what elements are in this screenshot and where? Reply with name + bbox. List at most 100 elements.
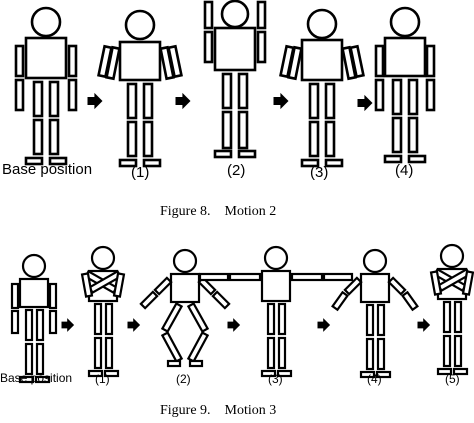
torso bbox=[18, 277, 50, 309]
figure-8-person-3 bbox=[279, 8, 365, 168]
torso bbox=[260, 269, 292, 303]
right-lower-arm bbox=[211, 290, 231, 310]
arrow-icon bbox=[273, 92, 289, 110]
figure-8-label-base-position: Base position bbox=[2, 161, 93, 178]
right-foot bbox=[324, 158, 344, 168]
right-thigh bbox=[407, 78, 419, 116]
figure-8-label-1: (1) bbox=[131, 164, 150, 181]
left-lower-arm bbox=[198, 272, 230, 282]
figure-9-caption: Figure 9. Motion 3 bbox=[160, 403, 277, 418]
right-upper-arm bbox=[48, 282, 58, 310]
left-foot bbox=[87, 369, 104, 378]
right-lower-arm bbox=[425, 78, 436, 112]
figure-9-person-4 bbox=[331, 248, 419, 379]
right-upper-arm bbox=[387, 276, 407, 296]
head bbox=[362, 248, 388, 274]
right-shin bbox=[376, 337, 386, 371]
left-shin bbox=[32, 118, 44, 156]
figure-8-person-4 bbox=[374, 6, 436, 164]
figure-8-person-1 bbox=[97, 9, 183, 168]
figure-8-label-4: (4) bbox=[395, 162, 414, 179]
left-thigh bbox=[24, 308, 34, 342]
head bbox=[389, 6, 421, 38]
left-foot bbox=[118, 158, 138, 168]
left-lower-arm bbox=[139, 290, 159, 310]
left-upper-arm bbox=[203, 30, 214, 64]
left-thigh bbox=[160, 302, 184, 333]
right-thigh bbox=[453, 300, 463, 334]
head bbox=[172, 248, 198, 274]
right-shin bbox=[277, 336, 287, 370]
right-thigh bbox=[48, 80, 60, 118]
figure-9-label-base-position: Base position bbox=[0, 371, 73, 385]
figure-9-person-5 bbox=[429, 243, 474, 376]
right-thigh bbox=[277, 302, 287, 336]
right-thigh bbox=[35, 308, 45, 342]
right-foot bbox=[407, 154, 427, 164]
right-lower-arm bbox=[256, 0, 267, 30]
head bbox=[306, 8, 338, 40]
right-shin bbox=[186, 331, 210, 363]
left-foot bbox=[300, 158, 320, 168]
right-shin bbox=[142, 120, 154, 158]
right-foot bbox=[48, 156, 68, 166]
right-shin bbox=[48, 118, 60, 156]
left-lower-arm bbox=[14, 78, 25, 112]
figure-8-caption: Figure 8. Motion 2 bbox=[160, 204, 277, 219]
right-foot bbox=[142, 158, 162, 168]
right-foot bbox=[452, 367, 469, 376]
right-thigh bbox=[186, 302, 210, 333]
arrow-icon bbox=[175, 92, 191, 110]
left-shin bbox=[24, 342, 34, 376]
arrow-icon bbox=[127, 318, 141, 332]
right-upper-arm bbox=[425, 44, 436, 78]
torso bbox=[300, 38, 344, 82]
head bbox=[30, 6, 62, 38]
right-shin bbox=[35, 342, 45, 376]
left-thigh bbox=[365, 303, 375, 337]
left-thigh bbox=[308, 82, 320, 120]
head bbox=[439, 243, 465, 269]
right-shin bbox=[324, 120, 336, 158]
arrow-icon bbox=[417, 318, 431, 332]
left-shin bbox=[365, 337, 375, 371]
right-shin bbox=[104, 336, 114, 370]
left-shin bbox=[160, 331, 184, 363]
left-upper-arm bbox=[14, 44, 25, 78]
left-upper-arm bbox=[429, 270, 443, 296]
head bbox=[90, 245, 116, 271]
figure-8-label-3: (3) bbox=[310, 164, 329, 181]
right-lower-arm bbox=[349, 44, 365, 79]
left-shin bbox=[93, 336, 103, 370]
left-thigh bbox=[391, 78, 403, 116]
right-lower-arm bbox=[322, 272, 354, 282]
right-shin bbox=[237, 110, 249, 150]
left-foot bbox=[383, 154, 403, 164]
figure-9-label-3: (3) bbox=[268, 372, 283, 386]
left-thigh bbox=[93, 302, 103, 336]
right-upper-arm bbox=[112, 272, 126, 298]
figure-9-label-1: (1) bbox=[95, 372, 110, 386]
right-foot bbox=[375, 370, 392, 379]
left-upper-arm bbox=[374, 44, 385, 78]
torso bbox=[118, 40, 162, 82]
figure-9-label-2: (2) bbox=[176, 372, 191, 386]
right-thigh bbox=[142, 82, 154, 120]
figure-9-person-2 bbox=[139, 248, 231, 368]
figure-9-person-3 bbox=[198, 245, 354, 378]
right-thigh bbox=[324, 82, 336, 120]
right-thigh bbox=[104, 302, 114, 336]
right-thigh bbox=[376, 303, 386, 337]
right-shin bbox=[453, 334, 463, 368]
left-upper-arm bbox=[80, 272, 94, 298]
left-thigh bbox=[442, 300, 452, 334]
left-shin bbox=[442, 334, 452, 368]
right-foot bbox=[188, 359, 204, 368]
head bbox=[21, 253, 47, 279]
figure-9-person-1 bbox=[80, 245, 126, 378]
torso bbox=[169, 272, 201, 304]
torso bbox=[383, 36, 427, 78]
left-lower-arm bbox=[331, 290, 349, 312]
head bbox=[263, 245, 289, 271]
left-upper-arm bbox=[10, 282, 20, 310]
